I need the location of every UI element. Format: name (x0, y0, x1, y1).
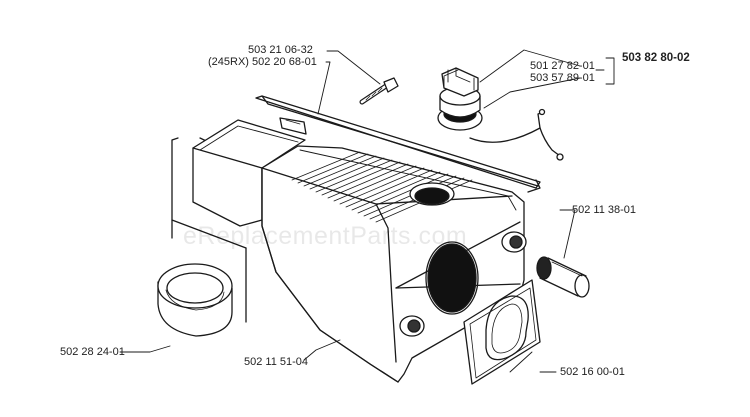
label-seal: 503 57 89-01 (530, 72, 595, 84)
label-screw: 503 21 06-32 (248, 44, 313, 56)
screw-part (359, 77, 399, 105)
fuel-tank (261, 145, 527, 383)
label-gasket: 502 16 00-01 (560, 366, 625, 378)
filter-ring-part (157, 263, 233, 337)
label-screw-alt: (245RX) 502 20 68-01 (208, 56, 317, 68)
label-kit: 503 82 80-02 (622, 52, 690, 64)
label-cap: 501 27 82-01 (530, 60, 595, 72)
label-tank: 502 11 51-04 (244, 356, 309, 368)
tank-strap (255, 95, 541, 193)
tank-rear-duct (192, 119, 306, 227)
watermark-text: eReplacementParts.com (183, 222, 468, 250)
bushing-part (536, 256, 590, 298)
vent-tube-part (469, 108, 564, 161)
label-ring: 502 28 24-01 (60, 346, 125, 358)
label-bushing: 502 11 38-01 (572, 204, 637, 216)
gasket-part (463, 279, 541, 385)
fuel-cap-part (437, 67, 483, 131)
leader-lines (119, 49, 615, 373)
